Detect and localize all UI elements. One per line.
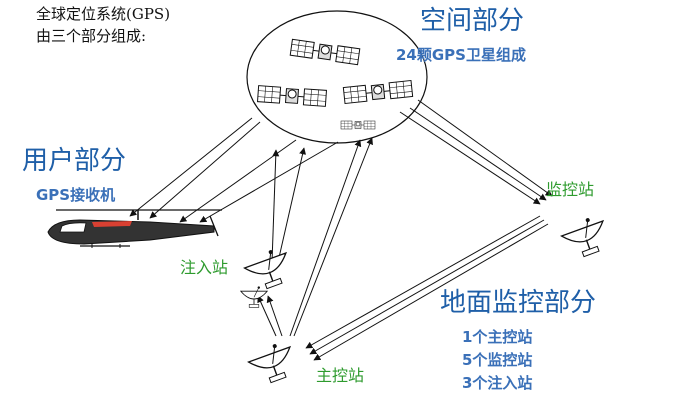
signal-line	[417, 99, 553, 197]
signal-line	[277, 147, 307, 263]
signal-line	[199, 141, 339, 223]
signal-line	[293, 137, 373, 337]
space-segment-ellipse	[246, 10, 428, 144]
signal-line	[409, 107, 547, 201]
signal-line	[289, 139, 362, 337]
signal-line	[399, 111, 541, 205]
dish-antenna-icon	[558, 212, 613, 263]
helicopter-icon	[47, 209, 222, 248]
signal-line	[257, 295, 277, 337]
ground-item-master: 1个主控站	[462, 328, 533, 346]
master-station-label: 主控站	[316, 366, 365, 385]
dish-antenna-icon	[245, 338, 300, 389]
signal-line	[271, 149, 280, 263]
intro-line-2: 由三个部分组成:	[36, 27, 147, 45]
signal-line	[305, 215, 541, 349]
user-segment-title: 用户部分	[22, 146, 127, 176]
dish-antenna-icon	[241, 244, 296, 295]
injection-station-label: 注入站	[180, 258, 229, 277]
ground-item-monitor: 5个监控站	[462, 351, 533, 369]
signal-line	[266, 295, 283, 337]
signal-line	[309, 219, 545, 355]
signal-line	[149, 121, 261, 219]
ground-segment-title: 地面监控部分	[440, 288, 597, 318]
monitor-station-label: 监控站	[546, 180, 595, 199]
user-segment-subtitle: GPS接收机	[36, 186, 116, 204]
space-segment-title: 空间部分	[420, 6, 525, 36]
signal-line	[129, 117, 253, 217]
satellite-icon	[340, 120, 376, 130]
intro-line-1: 全球定位系统(GPS)	[36, 5, 171, 23]
space-segment-subtitle: 24颗GPS卫星组成	[396, 46, 526, 64]
ground-item-injection: 3个注入站	[462, 374, 533, 392]
dish-antenna-icon	[240, 285, 268, 308]
signal-line	[313, 223, 549, 361]
